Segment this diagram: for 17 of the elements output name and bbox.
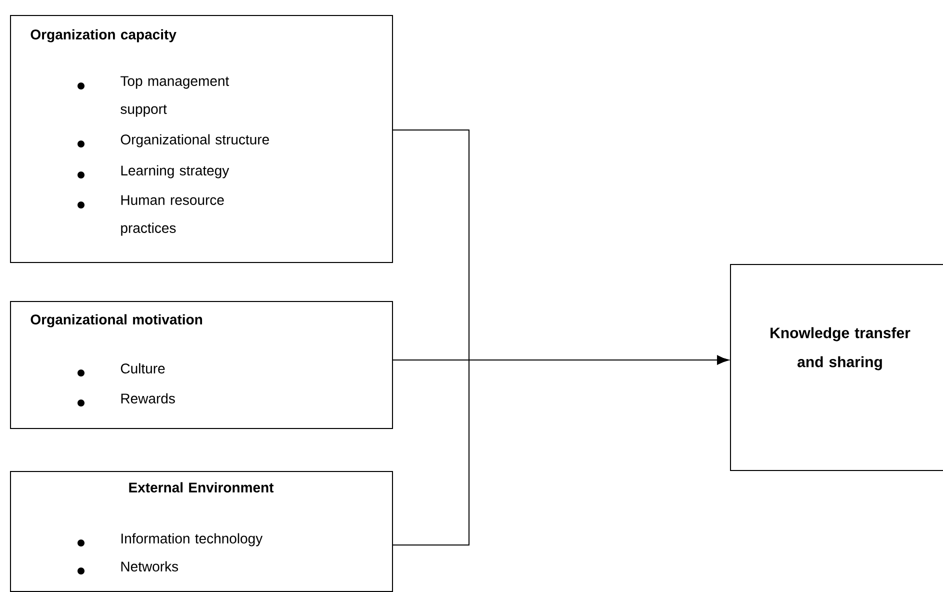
arrow — [392, 355, 728, 546]
bullet-item: Rewards — [121, 393, 175, 404]
box — [10, 15, 393, 263]
bullet-item: Networks — [121, 561, 178, 572]
bullet-item: Culture — [120, 363, 165, 374]
box-label: Knowledge transfer and sharing — [770, 327, 910, 370]
bullet-item: Organizational structure — [120, 134, 269, 148]
box — [730, 264, 943, 471]
box — [10, 301, 393, 429]
bullet-item: Information technology — [122, 533, 263, 546]
bullet-item: Human resource practices — [121, 195, 224, 236]
bullet-item: Learning strategy — [121, 165, 230, 178]
box-heading: Organization capacity — [30, 29, 176, 42]
bullet-item: Top management support — [120, 76, 230, 117]
box — [10, 471, 393, 592]
box-heading: Organizational motivation — [30, 314, 202, 328]
box-heading: External Environment — [129, 482, 274, 492]
